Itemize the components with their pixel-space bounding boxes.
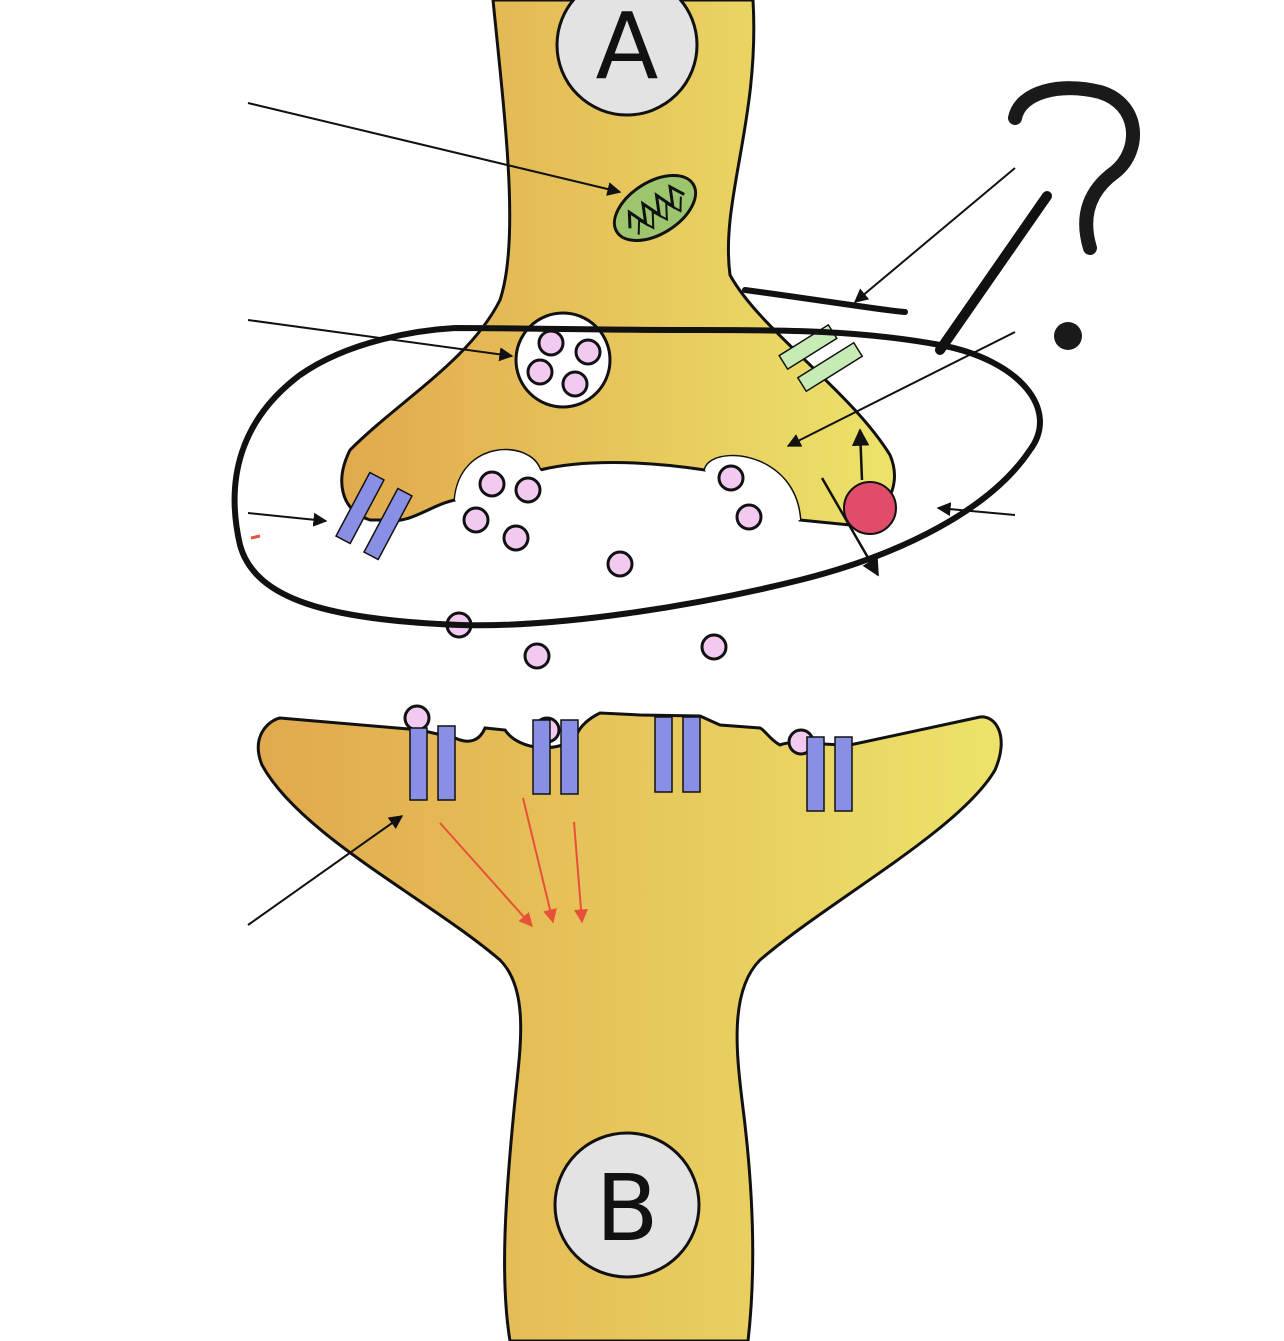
label-circle-a: A: [555, 0, 699, 117]
signal-arrows: [439, 797, 588, 928]
label-circle-b: B: [553, 1131, 701, 1279]
neurotransmitter-molecule: [561, 370, 589, 398]
neurotransmitter-molecule: [514, 476, 542, 504]
postsynaptic-receptor-3: [654, 716, 701, 793]
label-a-text: A: [596, 0, 659, 100]
handdrawn-annotation: [231, 191, 1052, 629]
postsynaptic-terminal: [256, 711, 1003, 1341]
neurotransmitter-molecule: [523, 642, 551, 670]
postsynaptic-receptor-2: [532, 719, 579, 795]
autoreceptor: [778, 323, 864, 393]
neurotransmitter-molecule: [502, 524, 530, 552]
neurotransmitter-molecule: [537, 329, 565, 357]
postsynaptic-receptor-1: [409, 725, 456, 801]
neurotransmitter-molecule: [478, 470, 506, 498]
neurotransmitter-molecule: [717, 464, 745, 492]
neurotransmitter-molecule: [606, 550, 634, 578]
mitochondrion: [612, 174, 698, 242]
neurotransmitter-molecule: [735, 503, 763, 531]
neurotransmitter-molecule: [526, 358, 554, 386]
postsynaptic-receptor-4: [806, 736, 853, 812]
neurotransmitter-molecule: [574, 338, 602, 366]
neurotransmitter-molecule: [462, 506, 490, 534]
label-b-text: B: [595, 1155, 658, 1262]
question-mark-scribble: [1008, 81, 1140, 350]
neurotransmitter-molecule: [700, 633, 728, 661]
presynaptic-ion-channel: [335, 471, 413, 561]
leader-lines: [247, 102, 1016, 926]
red-mark: [250, 534, 261, 540]
neurotransmitter-molecule: [403, 704, 431, 732]
